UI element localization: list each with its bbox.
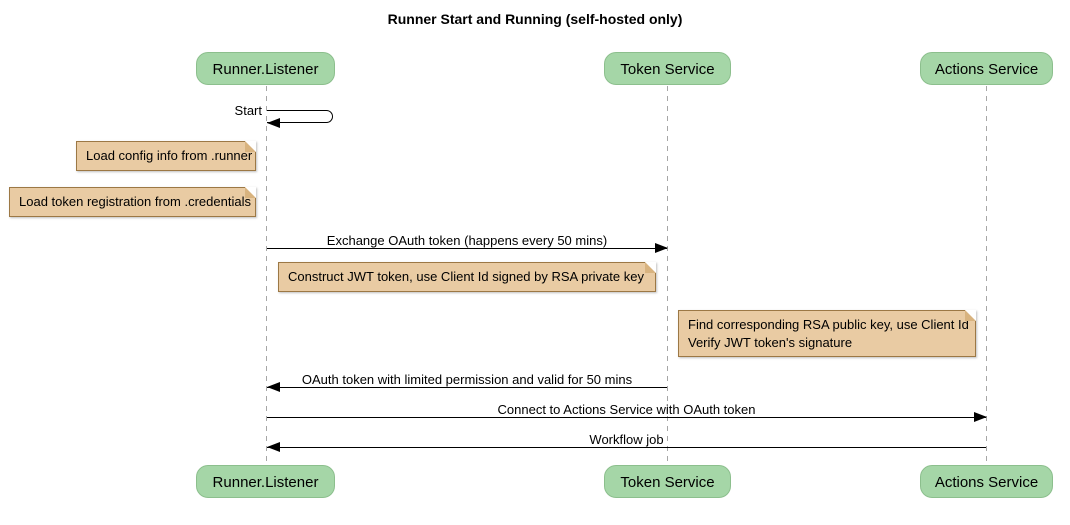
note-find-rsa-line-2: Verify JWT token's signature bbox=[688, 335, 853, 350]
message-oauth-token-return-line bbox=[267, 387, 667, 388]
message-exchange-oauth-line bbox=[267, 248, 667, 249]
note-find-rsa-public-key: Find corresponding RSA public key, use C… bbox=[678, 310, 976, 357]
arrowhead-right-icon bbox=[655, 243, 668, 253]
note-load-token-registration: Load token registration from .credential… bbox=[9, 187, 256, 217]
participant-actions-service-top: Actions Service bbox=[920, 52, 1053, 85]
message-connect-actions-label: Connect to Actions Service with OAuth to… bbox=[497, 402, 756, 417]
note-load-config-text: Load config info from .runner bbox=[86, 148, 253, 163]
message-connect-actions-line bbox=[267, 417, 986, 418]
lifeline-runner-listener bbox=[266, 86, 267, 465]
message-workflow-job-label: Workflow job bbox=[589, 432, 664, 447]
message-exchange-oauth-label: Exchange OAuth token (happens every 50 m… bbox=[326, 233, 608, 248]
note-construct-jwt: Construct JWT token, use Client Id signe… bbox=[278, 262, 656, 292]
note-construct-jwt-text: Construct JWT token, use Client Id signe… bbox=[288, 269, 644, 284]
diagram-title: Runner Start and Running (self-hosted on… bbox=[387, 11, 683, 27]
message-workflow-job-line bbox=[267, 447, 986, 448]
lifeline-token-service bbox=[667, 86, 668, 465]
arrowhead-left-icon bbox=[267, 382, 280, 392]
message-oauth-token-return-label: OAuth token with limited permission and … bbox=[301, 372, 633, 387]
message-start-label: Start bbox=[234, 103, 262, 118]
arrowhead-right-icon bbox=[974, 412, 987, 422]
arrowhead-left-icon bbox=[267, 442, 280, 452]
arrowhead-left-icon bbox=[267, 118, 280, 128]
lifeline-actions-service bbox=[986, 86, 987, 465]
participant-token-service-top: Token Service bbox=[604, 52, 731, 85]
note-find-rsa-line-1: Find corresponding RSA public key, use C… bbox=[688, 317, 969, 332]
participant-runner-listener-top: Runner.Listener bbox=[196, 52, 335, 85]
note-load-token-registration-text: Load token registration from .credential… bbox=[19, 194, 251, 209]
participant-token-service-bottom: Token Service bbox=[604, 465, 731, 498]
participant-actions-service-bottom: Actions Service bbox=[920, 465, 1053, 498]
note-load-config: Load config info from .runner bbox=[76, 141, 256, 171]
self-message-loop-line bbox=[267, 110, 333, 123]
participant-runner-listener-bottom: Runner.Listener bbox=[196, 465, 335, 498]
